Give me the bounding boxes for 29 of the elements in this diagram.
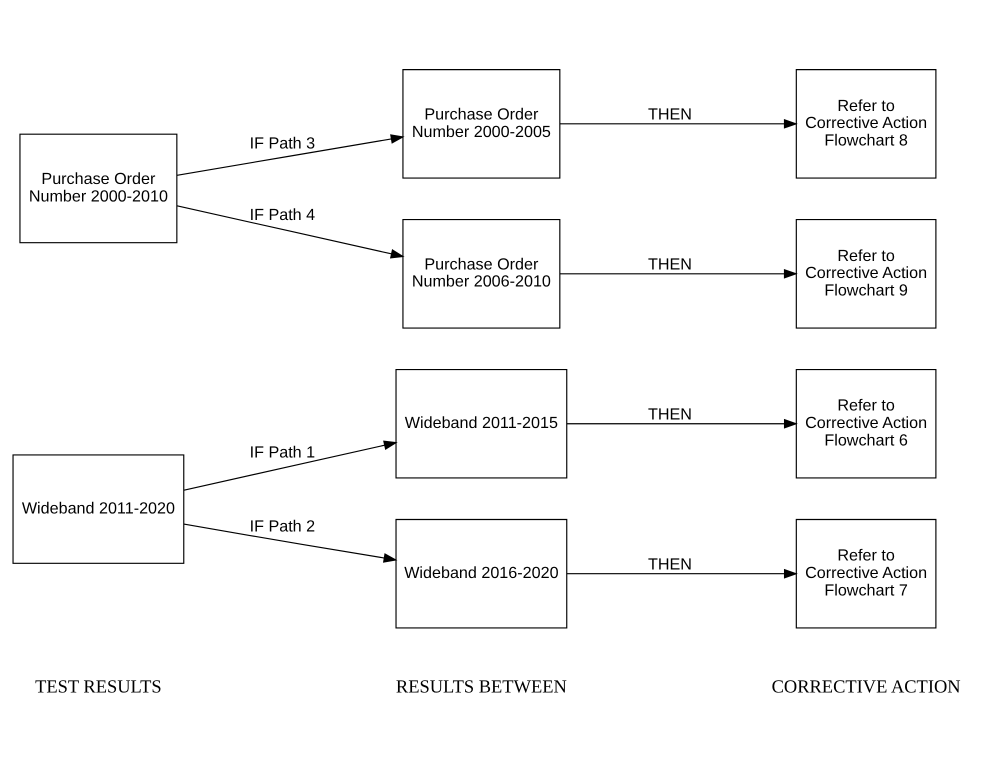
- node-box: Refer to Corrective Action Flowchart 7: [796, 518, 936, 628]
- label: RESULTS BETWEEN: [396, 676, 567, 696]
- node-box: Purchase Order Number 2000-2005: [402, 68, 560, 178]
- node-box: Wideband 2011-2015: [395, 368, 568, 478]
- node-box: Purchase Order Number 2006-2010: [402, 218, 560, 328]
- arrow: [560, 268, 798, 278]
- arrow: [176, 134, 405, 176]
- arrow: [184, 440, 398, 490]
- node-box: Purchase Order Number 2000-2010: [19, 133, 178, 243]
- arrow: [560, 118, 798, 128]
- arrow: [566, 418, 798, 428]
- edge-label: THEN: [648, 254, 692, 273]
- node-box: Wideband 2011-2020: [12, 454, 184, 564]
- edge-label: THEN: [648, 404, 692, 423]
- arrow: [176, 204, 405, 258]
- label: TEST RESULTS: [35, 676, 162, 696]
- node-box: Refer to Corrective Action Flowchart 6: [796, 368, 936, 478]
- node-box: Refer to Corrective Action Flowchart 9: [796, 218, 936, 328]
- arrow: [566, 568, 798, 578]
- edge-label: THEN: [648, 554, 692, 573]
- edge-label: IF Path 4: [250, 205, 316, 224]
- edge-label: IF Path 1: [250, 442, 316, 461]
- node-box: Refer to Corrective Action Flowchart 8: [796, 68, 936, 178]
- edge-label: IF Path 3: [250, 134, 316, 152]
- label: CORRECTIVE ACTION: [772, 676, 961, 696]
- arrow: [184, 523, 398, 562]
- edge-label: IF Path 2: [250, 516, 316, 535]
- edge-label: THEN: [648, 104, 692, 123]
- node-box: Wideband 2016-2020: [395, 518, 568, 628]
